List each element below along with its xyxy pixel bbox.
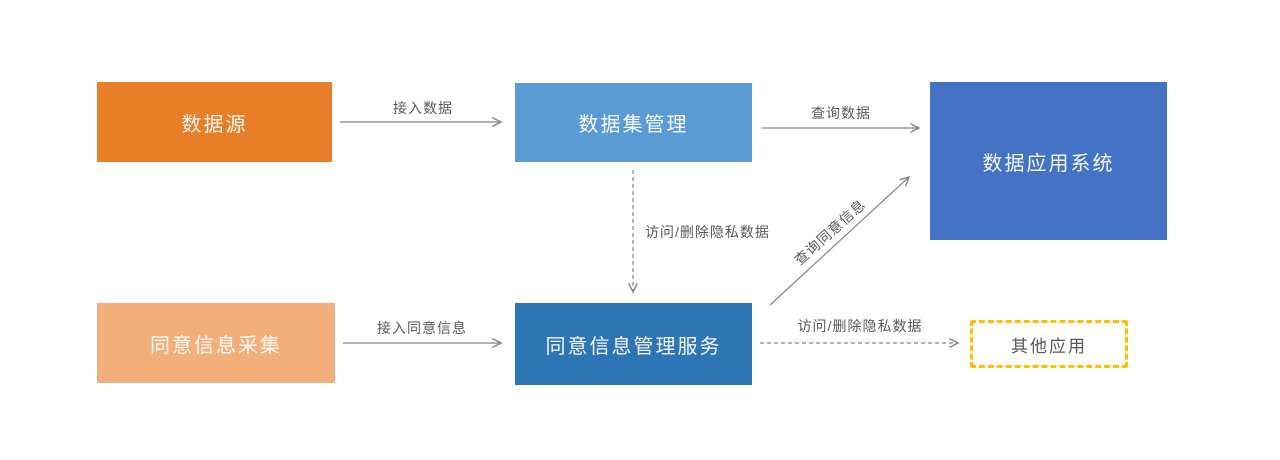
edge-label-access-data: 接入数据	[393, 100, 453, 116]
node-consent-info-management-service: 同意信息管理服务	[515, 303, 752, 385]
node-consent-info-management-service-label: 同意信息管理服务	[545, 335, 722, 358]
node-data-application-system-label: 数据应用系统	[982, 152, 1115, 175]
node-other-applications: 其他应用	[970, 320, 1128, 368]
edge-label-query-consent-info: 查询同意信息	[791, 195, 869, 269]
node-data-application-system: 数据应用系统	[930, 82, 1167, 240]
edge-label-access-delete-private-data-down: 访问/删除隐私数据	[645, 224, 770, 240]
node-dataset-management: 数据集管理	[515, 83, 752, 162]
edge-query-consent-info-arrow	[769, 175, 911, 306]
edge-label-access-delete-private-data-right: 访问/删除隐私数据	[797, 318, 923, 334]
node-data-source: 数据源	[97, 82, 332, 162]
node-other-applications-label: 其他应用	[1011, 336, 1087, 356]
edge-label-query-data: 查询数据	[811, 105, 871, 121]
edge-label-access-consent-info: 接入同意信息	[377, 320, 467, 336]
node-data-source-label: 数据源	[181, 113, 248, 136]
node-consent-info-collection: 同意信息采集	[97, 303, 335, 383]
node-consent-info-collection-label: 同意信息采集	[150, 334, 282, 357]
node-dataset-management-label: 数据集管理	[578, 114, 689, 136]
